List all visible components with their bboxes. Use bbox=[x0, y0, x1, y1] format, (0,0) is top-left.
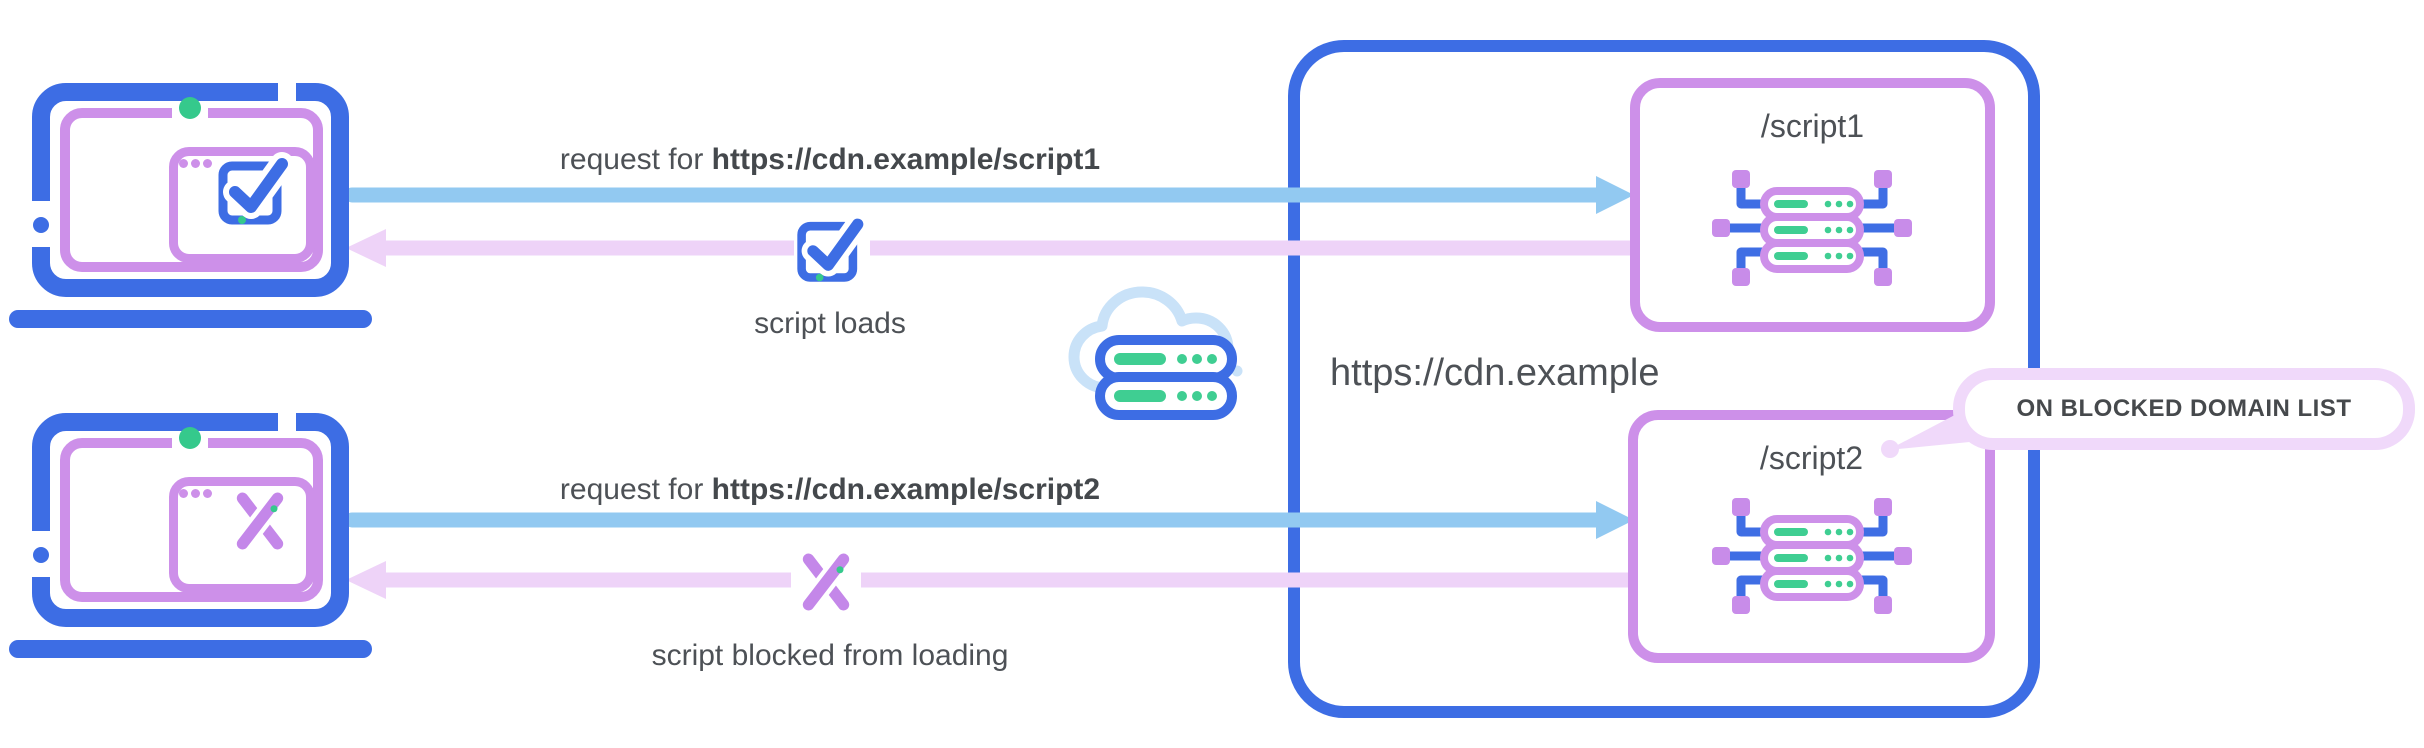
window-dot bbox=[203, 159, 212, 168]
client-allowed-laptop bbox=[0, 83, 400, 343]
connected-server-icon bbox=[1712, 498, 1912, 614]
connected-server-icon bbox=[1712, 170, 1912, 286]
request-arrow-script2 bbox=[344, 501, 1634, 539]
laptop-base bbox=[9, 640, 372, 658]
window-dot bbox=[191, 489, 200, 498]
checkmark-square-icon bbox=[797, 212, 870, 282]
result2-label: script blocked from loading bbox=[651, 639, 1009, 672]
script-loads-icon-chip bbox=[794, 211, 870, 287]
request-arrow-script1 bbox=[344, 176, 1634, 214]
frame-dash-dot bbox=[33, 217, 49, 233]
request2-label: request for https://cdn.example/script2 bbox=[559, 473, 1101, 506]
camera-dot bbox=[179, 97, 201, 119]
window-dot bbox=[179, 159, 188, 168]
frame-dash-dot bbox=[33, 547, 49, 563]
cross-icon bbox=[798, 549, 854, 615]
client-blocked-laptop bbox=[0, 413, 400, 673]
result1-label: script loads bbox=[754, 307, 906, 340]
laptop-base bbox=[9, 310, 372, 328]
cdn-box bbox=[1288, 40, 2040, 718]
checkmark-square-icon bbox=[218, 152, 294, 225]
request1-label: request for https://cdn.example/script1 bbox=[559, 143, 1101, 176]
window-dot bbox=[179, 489, 188, 498]
browser-window bbox=[169, 477, 315, 593]
script2-label: /script2 bbox=[1759, 440, 1864, 476]
window-dot bbox=[191, 159, 200, 168]
tooltip-text: ON BLOCKED DOMAIN LIST bbox=[2016, 395, 2352, 422]
blocked-domain-tooltip: ON BLOCKED DOMAIN LIST bbox=[1953, 368, 2415, 450]
cross-icon bbox=[232, 488, 288, 554]
response-arrow-script2 bbox=[346, 561, 1636, 599]
script-blocked-icon-chip bbox=[791, 547, 861, 617]
response-arrow-script1 bbox=[346, 229, 1638, 267]
camera-dot bbox=[179, 427, 201, 449]
cdn-domain-label: https://cdn.example bbox=[1330, 352, 1660, 394]
browser-window bbox=[169, 147, 315, 263]
script1-label: /script1 bbox=[1760, 108, 1865, 144]
window-dot bbox=[203, 489, 212, 498]
cloud-server-icon bbox=[1068, 286, 1243, 420]
